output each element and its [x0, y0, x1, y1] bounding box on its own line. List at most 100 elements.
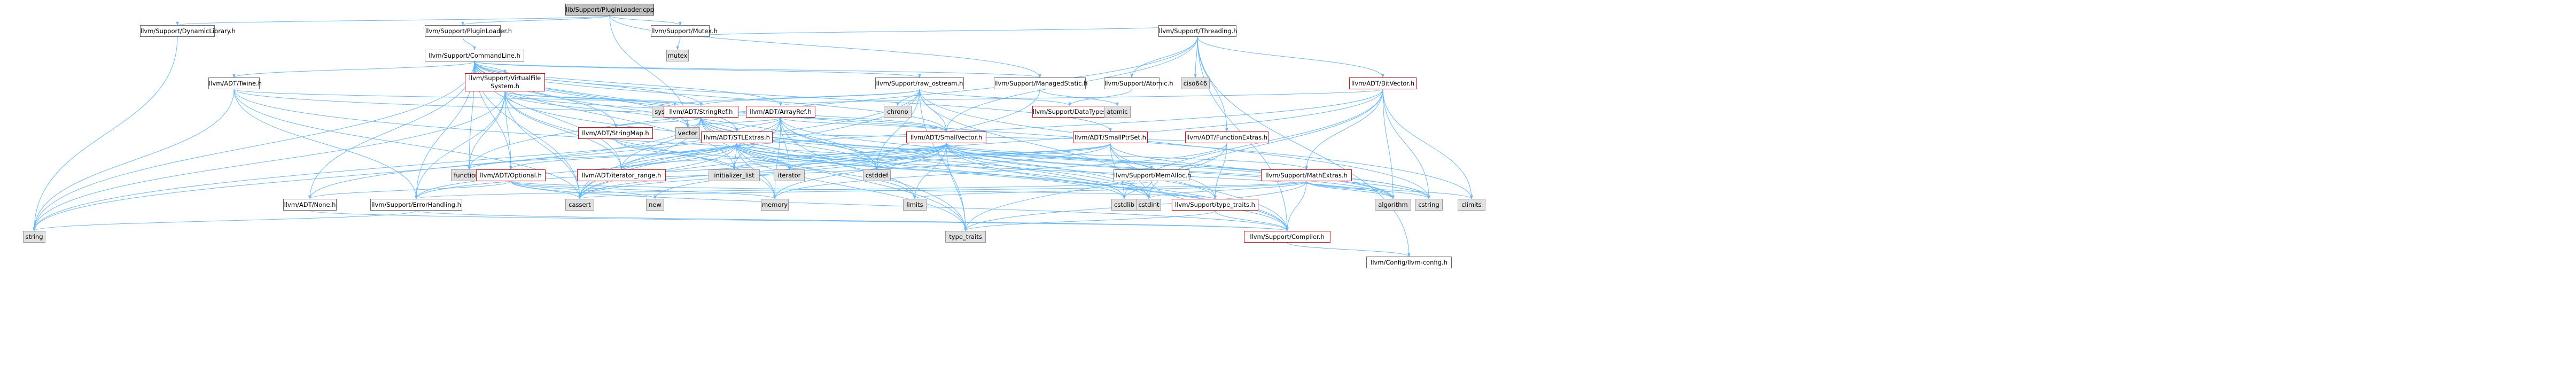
node-compiler[interactable]: llvm/Support/Compiler.h — [1244, 231, 1330, 243]
edge-raw_ostream-string — [33, 89, 920, 231]
edge-mathextras-compiler — [1286, 181, 1307, 231]
edge-bitvector-algorithm — [1382, 89, 1395, 199]
node-cstring: cstring — [1415, 199, 1443, 211]
edge-cmdline-raw_ostream — [474, 61, 921, 78]
edge-bitvector-mathextras — [1305, 89, 1383, 170]
edge-funcextras-memory — [773, 143, 1227, 199]
node-funcextras[interactable]: llvm/ADT/FunctionExtras.h — [1185, 131, 1268, 143]
edge-plugin-cmdline — [462, 36, 476, 50]
edge-cmdline-stringmap — [474, 61, 617, 128]
edge-compiler-llvmconfig — [1287, 242, 1411, 257]
edge-dynlib-string — [33, 36, 178, 231]
node-llvmconfig[interactable]: llvm/Config/llvm-config.h — [1366, 257, 1452, 268]
edge-mutex_h-mutex — [676, 36, 681, 50]
node-dynlib[interactable]: llvm/Support/DynamicLibrary.h — [140, 25, 236, 37]
edge-raw_ostream-stringref — [699, 89, 920, 106]
node-memalloc[interactable]: llvm/Support/MemAlloc.h — [1114, 169, 1191, 181]
node-bitvector[interactable]: llvm/ADT/BitVector.h — [1349, 77, 1417, 89]
node-mutex: mutex — [666, 50, 689, 61]
edge-cmdline-string — [33, 61, 475, 231]
node-cstddef: cstddef — [863, 169, 891, 181]
node-smallptrset[interactable]: llvm/ADT/SmallPtrSet.h — [1073, 131, 1148, 143]
edge-bitvector-cstring — [1382, 89, 1430, 199]
edge-mathextras-cstring — [1306, 181, 1430, 199]
node-cassert: cassert — [565, 199, 594, 211]
edge-vfs-functional — [468, 91, 505, 170]
edge-stringref-string — [33, 117, 702, 231]
edge-root-managedstatic — [609, 15, 1041, 78]
node-smallvector[interactable]: llvm/ADT/SmallVector.h — [906, 131, 986, 143]
node-threading[interactable]: llvm/Support/Threading.h — [1158, 25, 1238, 37]
edge-smallvector-init_list — [733, 143, 947, 170]
node-root[interactable]: lib/Support/PluginLoader.cpp — [565, 4, 654, 15]
node-datatypes[interactable]: llvm/Support/DataTypes.h — [1032, 106, 1112, 118]
edge-optional-memory — [510, 181, 776, 199]
edge-arrayref-none — [308, 117, 781, 199]
edge-smallvector-type_traits — [946, 143, 967, 231]
node-raw_ostream[interactable]: llvm/Support/raw_ostream.h — [875, 77, 964, 89]
edge-mathextras-cstdint — [1147, 181, 1307, 199]
edge-stringmap-init_list — [615, 138, 736, 170]
edge-vfs-vector — [504, 91, 689, 128]
node-chrono: chrono — [884, 106, 912, 118]
edge-cmdline-twine — [232, 61, 475, 78]
node-stringmap[interactable]: llvm/ADT/StringMap.h — [578, 127, 653, 139]
edge-mutex_h-threading — [680, 25, 1199, 37]
node-twine[interactable]: llvm/ADT/Twine.h — [208, 77, 262, 89]
edge-threading-atomic_h — [1130, 36, 1198, 78]
edge-raw_ostream-system_error — [673, 89, 920, 106]
edge-vfs-system_error — [504, 91, 676, 106]
edge-smallvector-cstddef — [875, 143, 947, 170]
edge-raw_ostream-datatypes — [919, 89, 1071, 106]
node-arrayref[interactable]: llvm/ADT/ArrayRef.h — [746, 106, 815, 118]
node-plugin[interactable]: llvm/Support/PluginLoader.h — [425, 25, 512, 37]
node-none[interactable]: llvm/ADT/None.h — [283, 199, 337, 211]
node-optional[interactable]: llvm/ADT/Optional.h — [476, 169, 546, 181]
node-mutex_h[interactable]: llvm/Support/Mutex.h — [651, 25, 718, 37]
node-typetraits[interactable]: llvm/Support/type_traits.h — [1172, 199, 1258, 211]
edge-smallptrset-iterator — [788, 143, 1111, 170]
edge-raw_ostream-cstddef — [875, 89, 920, 170]
edge-stlextras-optional — [509, 143, 737, 170]
node-atomic_h[interactable]: llvm/Support/Atomic.h — [1104, 77, 1173, 89]
edge-optional-cassert — [510, 181, 581, 199]
node-atomic: atomic — [1104, 106, 1131, 118]
node-stringref[interactable]: llvm/ADT/StringRef.h — [664, 106, 738, 118]
edge-errhandling-compiler — [416, 210, 1289, 231]
node-cmdline[interactable]: llvm/Support/CommandLine.h — [425, 50, 524, 61]
edge-smallptrset-init_list — [733, 143, 1111, 170]
edge-cmdline-smallptrset — [474, 61, 1112, 132]
edge-threading-funcextras — [1197, 36, 1228, 132]
edge-mathextras-algorithm — [1306, 181, 1395, 199]
edge-vfs-cassert — [504, 91, 581, 199]
edge-twine-cassert — [234, 89, 581, 199]
edge-bitvector-arrayref — [779, 89, 1383, 106]
edge-arrayref-smallvector — [780, 117, 948, 132]
edge-stlextras-iter_range — [620, 143, 737, 170]
edge-arrayref-algorithm — [780, 117, 1395, 199]
node-cstdint: cstdint — [1137, 199, 1161, 211]
node-new: new — [646, 199, 664, 211]
edge-stlextras-errhandling — [415, 143, 737, 199]
edge-smallvector-iter_range — [620, 143, 947, 170]
edge-threading-bitvector — [1197, 36, 1384, 78]
edge-cmdline-vfs — [474, 61, 507, 74]
node-stlextras[interactable]: llvm/ADT/STLExtras.h — [701, 131, 773, 143]
edge-raw_ostream-type_traits — [919, 89, 967, 231]
node-init_list: initializer_list — [709, 169, 760, 181]
node-type_traits: type_traits — [945, 231, 986, 243]
node-string: string — [23, 231, 45, 243]
edge-memalloc-errhandling — [415, 181, 1152, 199]
edge-cmdline-arrayref — [474, 61, 782, 106]
node-managedstatic[interactable]: llvm/Support/ManagedStatic.h — [994, 77, 1087, 89]
edge-root-plugin — [461, 15, 610, 26]
edge-raw_ostream-chrono — [896, 89, 920, 106]
node-cstdlib: cstdlib — [1111, 199, 1137, 211]
edge-errhandling-string — [33, 210, 417, 231]
edge-typetraits-type_traits — [964, 210, 1216, 231]
node-mathextras[interactable]: llvm/Support/MathExtras.h — [1261, 169, 1352, 181]
node-errhandling[interactable]: llvm/Support/ErrorHandling.h — [370, 199, 462, 211]
node-iter_range[interactable]: llvm/ADT/iterator_range.h — [577, 169, 666, 181]
edge-arrayref-memory — [773, 117, 781, 199]
